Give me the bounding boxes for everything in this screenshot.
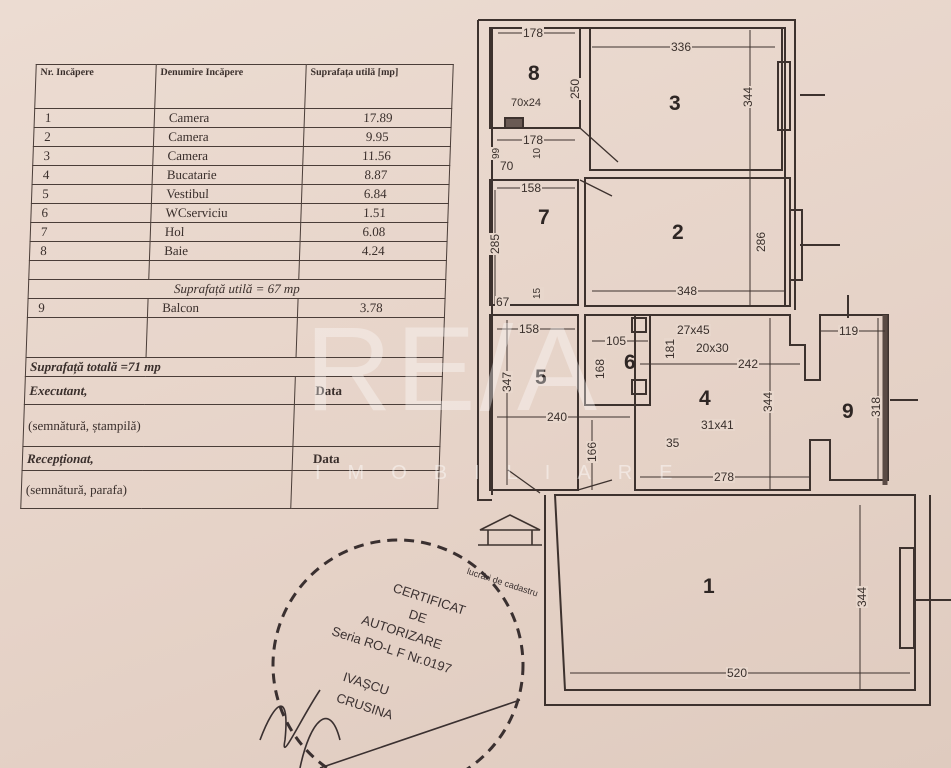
room-number-3: 3: [669, 92, 681, 115]
dim-label: 119: [838, 324, 860, 338]
dim-label: 70x24: [510, 97, 542, 109]
entrance-arrow-icon: [478, 514, 542, 546]
dim-label: 520: [726, 666, 749, 680]
dim-label: 20x30: [695, 341, 730, 355]
room-number-6: 6: [624, 351, 636, 374]
dim-label: 158: [518, 322, 541, 336]
dim-label: 336: [670, 40, 693, 54]
room-number-1: 1: [703, 575, 715, 598]
dim-label: 70: [499, 159, 515, 173]
dim-label: 178: [522, 26, 545, 40]
dim-label: 242: [737, 357, 760, 371]
room-number-7: 7: [538, 206, 550, 229]
dim-label: 35: [665, 436, 681, 450]
dim-label: 240: [546, 410, 569, 424]
stamp-line: DE: [407, 606, 429, 626]
signature: [259, 689, 521, 768]
dim-label: 105: [605, 334, 628, 348]
dim-label: 31x41: [700, 418, 735, 432]
room-number-4: 4: [699, 387, 711, 410]
stamp-ring: [271, 538, 525, 768]
fixture: [631, 317, 647, 333]
dim-label: 158: [520, 181, 543, 195]
stamp-ring-text: lucrări de cadastru: [466, 566, 540, 598]
dim-label: 27x45: [676, 323, 711, 337]
room-number-5: 5: [535, 366, 547, 389]
stamp-line: CERTIFICAT: [391, 580, 467, 618]
room-3-outline: [589, 27, 783, 171]
room-number-9: 9: [842, 400, 854, 423]
dim-label: 348: [676, 284, 699, 298]
dim-label: 178: [522, 133, 545, 147]
sink-fixture: [504, 117, 524, 129]
dim-label: 67: [495, 295, 511, 309]
room-number-8: 8: [528, 62, 540, 85]
fixture: [631, 379, 647, 395]
dim-label: 278: [713, 470, 736, 484]
room-number-2: 2: [672, 221, 684, 244]
